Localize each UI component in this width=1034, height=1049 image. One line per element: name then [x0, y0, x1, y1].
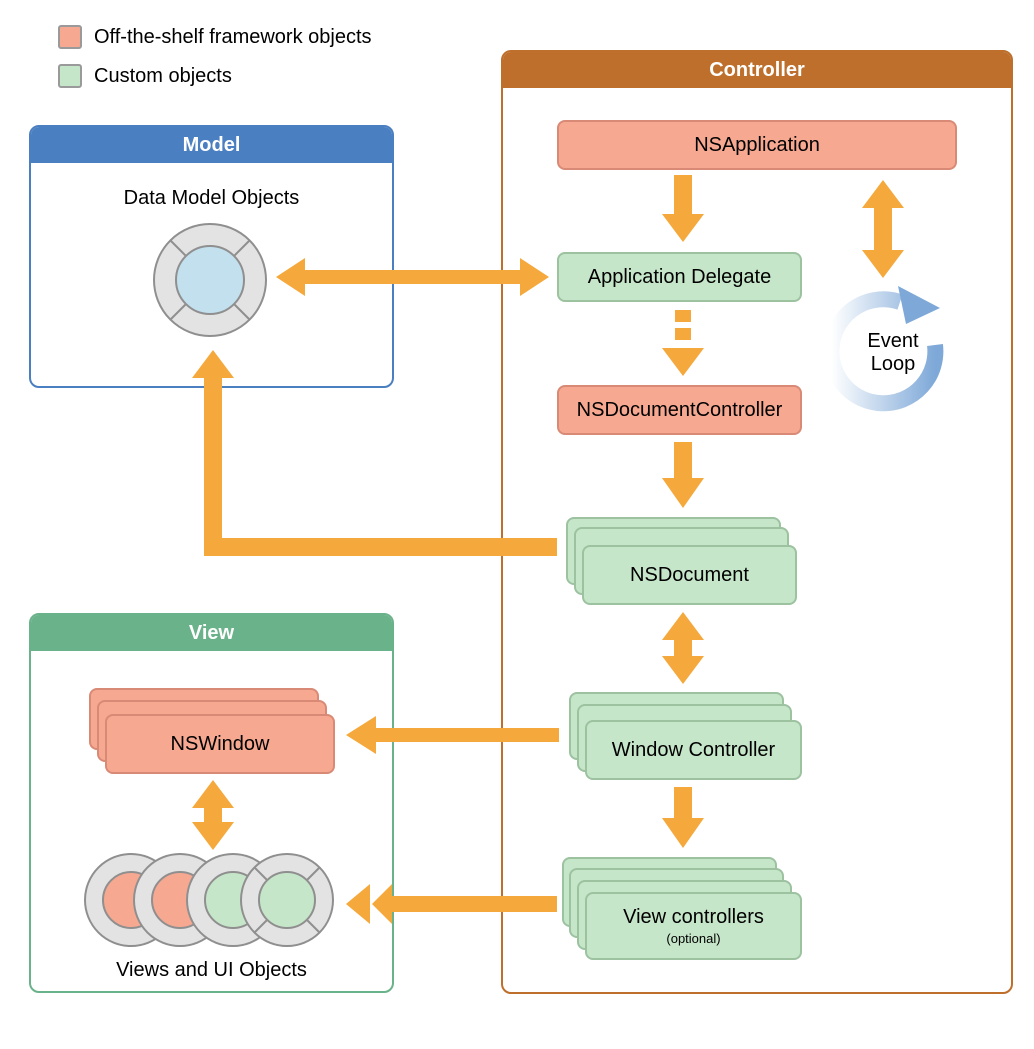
ns-application-box: NSApplication	[557, 120, 957, 170]
ns-window-label: NSWindow	[170, 732, 270, 755]
arrow-window-controller-to-view-controllers	[662, 787, 704, 848]
event-loop-line1: Event	[867, 330, 919, 352]
event-loop-icon	[823, 286, 944, 412]
legend-framework: Off-the-shelf framework objects	[58, 25, 372, 49]
event-loop-label: Event Loop	[848, 330, 938, 376]
arrow-window-controller-to-nswindow	[346, 716, 559, 754]
arrow-model-to-delegate	[276, 258, 549, 296]
view-controllers-label: View controllers	[623, 906, 764, 928]
legend-swatch-framework	[58, 25, 82, 49]
application-delegate-label: Application Delegate	[587, 265, 772, 288]
view-panel-title: View	[31, 615, 392, 651]
controller-panel-title: Controller	[503, 52, 1011, 88]
legend-label-custom: Custom objects	[94, 64, 232, 87]
legend-label-framework: Off-the-shelf framework objects	[94, 25, 372, 48]
ns-document-label: NSDocument	[630, 563, 749, 586]
window-controller-box: Window Controller	[585, 720, 802, 780]
model-panel-title: Model	[31, 127, 392, 163]
ns-application-label: NSApplication	[694, 133, 820, 156]
model-caption: Data Model Objects	[123, 187, 300, 209]
arrow-document-controller-to-document	[662, 442, 704, 508]
view-controllers-box: View controllers (optional)	[585, 892, 802, 960]
view-controllers-note: (optional)	[666, 931, 721, 946]
arrow-view-controllers-to-views	[372, 884, 557, 924]
window-controller-label: Window Controller	[611, 738, 776, 761]
ns-window-box: NSWindow	[105, 714, 335, 774]
arrow-document-to-model	[192, 350, 557, 556]
application-delegate-box: Application Delegate	[557, 252, 802, 302]
ns-document-box: NSDocument	[582, 545, 797, 605]
legend-custom: Custom objects	[58, 64, 232, 88]
view-caption: Views and UI Objects	[116, 959, 307, 981]
arrow-nsapplication-to-delegate	[662, 175, 704, 242]
arrow-document-to-window-controller	[662, 612, 704, 684]
view-object-icon-4	[240, 853, 334, 947]
ns-document-controller-label: NSDocumentController	[576, 398, 783, 421]
arrow-nsapplication-event-loop	[862, 180, 904, 278]
data-model-object-icon	[153, 223, 267, 337]
ns-document-controller-box: NSDocumentController	[557, 385, 802, 435]
arrow-nswindow-to-views	[192, 780, 234, 850]
event-loop-line2: Loop	[870, 353, 916, 375]
legend-swatch-custom	[58, 64, 82, 88]
arrow-delegate-to-document-controller-dashed	[662, 310, 704, 376]
